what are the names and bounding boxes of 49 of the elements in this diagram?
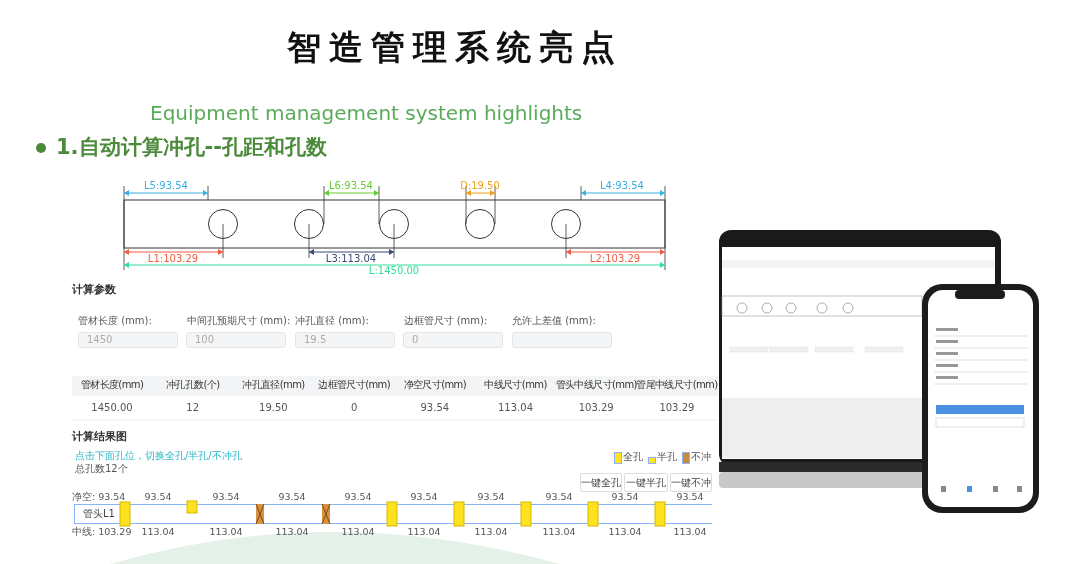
legend-label: 全孔 bbox=[623, 452, 643, 462]
table-header-cell: 冲孔直径(mm) bbox=[242, 380, 305, 390]
button: 一键全孔 bbox=[580, 473, 622, 492]
title: 智造管理系统亮点 bbox=[287, 30, 623, 64]
input-field: 100 bbox=[186, 332, 286, 348]
dimension-label: L4:93.54 bbox=[600, 181, 644, 191]
dimension-label: L:1450.00 bbox=[368, 266, 420, 276]
dimension-label: L3:113.04 bbox=[325, 254, 377, 264]
input-field: 1450 bbox=[78, 332, 178, 348]
table-header-cell: 净空尺寸(mm) bbox=[403, 380, 467, 390]
legend-label: 不冲 bbox=[691, 452, 711, 462]
hint-text: 总孔数12个 bbox=[75, 464, 128, 474]
dimension-value: 93.54 bbox=[545, 492, 573, 502]
table-header-cell: 边框管尺寸(mm) bbox=[318, 380, 391, 390]
table-cell: 113.04 bbox=[498, 403, 533, 413]
input-field bbox=[512, 332, 612, 348]
hint-text: 点击下面孔位，切换全孔/半孔/不冲孔 bbox=[75, 451, 242, 461]
table-header-cell: 管材长度(mm) bbox=[80, 380, 144, 390]
table-cell: 12 bbox=[186, 403, 200, 413]
table-header-cell: 管头中线尺寸(mm) bbox=[555, 380, 637, 390]
dimension-label: L1:103.29 bbox=[147, 254, 199, 264]
dimension-value: 93.54 bbox=[611, 492, 639, 502]
button: 一键不冲 bbox=[670, 473, 712, 492]
field-label: 允许上差值 (mm): bbox=[512, 316, 596, 326]
table-cell: 19.50 bbox=[259, 403, 288, 413]
legend-label: 半孔 bbox=[657, 452, 677, 462]
input-field: 19.5 bbox=[295, 332, 395, 348]
field-label: 冲孔直径 (mm): bbox=[295, 316, 369, 326]
dimension-label: L6:93.54 bbox=[329, 181, 373, 191]
dimension-label: L5:93.54 bbox=[144, 181, 188, 191]
section-heading: 计算结果图 bbox=[72, 431, 127, 442]
table-cell: 0 bbox=[350, 403, 358, 413]
table-cell: 103.29 bbox=[578, 403, 614, 413]
field-label: 边框管尺寸 (mm): bbox=[403, 316, 488, 326]
input-field: 0 bbox=[403, 332, 503, 348]
subtitle: Equipment management system highlights bbox=[150, 103, 583, 123]
table-cell: 103.29 bbox=[659, 403, 695, 413]
table-header-cell: 冲孔孔数(个) bbox=[165, 380, 220, 390]
dimension-label: D:19.50 bbox=[460, 181, 500, 191]
field-label: 中间孔预期尺寸 (mm): bbox=[186, 316, 291, 326]
table-header-cell: 管尾中线尺寸(mm) bbox=[636, 380, 718, 390]
section-heading: 1.自动计算冲孔--孔距和孔数 bbox=[56, 137, 328, 158]
table-header-cell: 中线尺寸(mm) bbox=[484, 380, 547, 390]
dimension-value: 93.54 bbox=[676, 492, 704, 502]
button: 一键半孔 bbox=[624, 473, 668, 492]
dimension-label: L2:103.29 bbox=[589, 254, 641, 264]
table-cell: 93.54 bbox=[420, 403, 450, 413]
table-cell: 1450.00 bbox=[91, 403, 133, 413]
section-heading: 计算参数 bbox=[72, 284, 116, 295]
